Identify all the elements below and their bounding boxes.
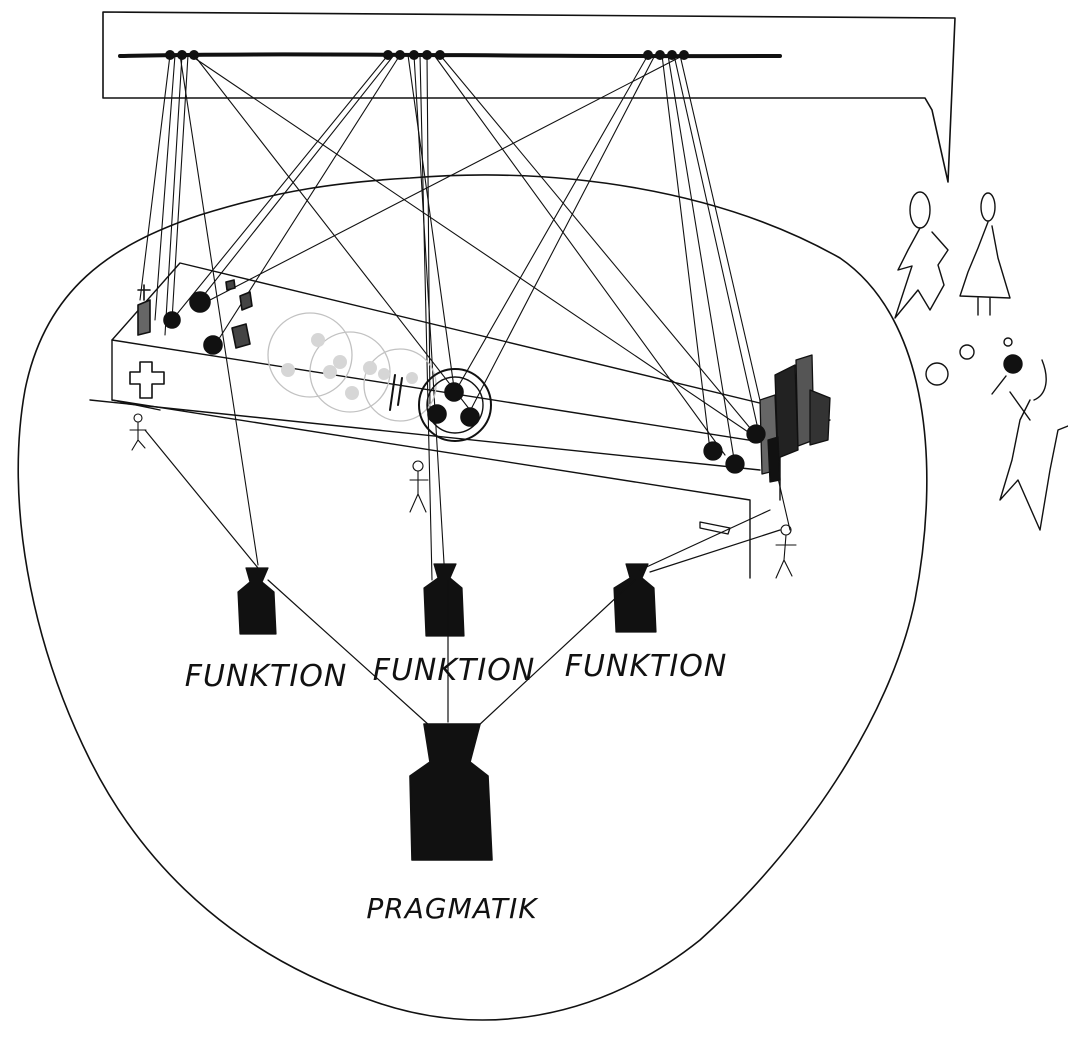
label-funktion-center: FUNKTION bbox=[373, 653, 536, 688]
ceiling-frame bbox=[102, 11, 956, 183]
central-circle bbox=[389, 368, 492, 442]
label-pragmatik: PRAGMATIK bbox=[366, 892, 539, 925]
strings bbox=[139, 54, 791, 581]
faded-circles bbox=[267, 312, 437, 422]
boundary-blob bbox=[17, 174, 928, 1021]
pragmatik-strings bbox=[144, 429, 781, 727]
puppet-figure bbox=[129, 413, 797, 579]
audience-figures bbox=[894, 191, 1013, 386]
city-buildings-icon bbox=[699, 354, 831, 535]
label-funktion-right: FUNKTION bbox=[565, 649, 728, 684]
weight-icon bbox=[237, 563, 657, 637]
cross-icon bbox=[129, 361, 165, 399]
pragmatik-weight bbox=[409, 723, 493, 861]
singer-figure bbox=[991, 354, 1068, 531]
left-objects bbox=[137, 279, 253, 355]
label-funktion-left: FUNKTION bbox=[185, 659, 348, 694]
